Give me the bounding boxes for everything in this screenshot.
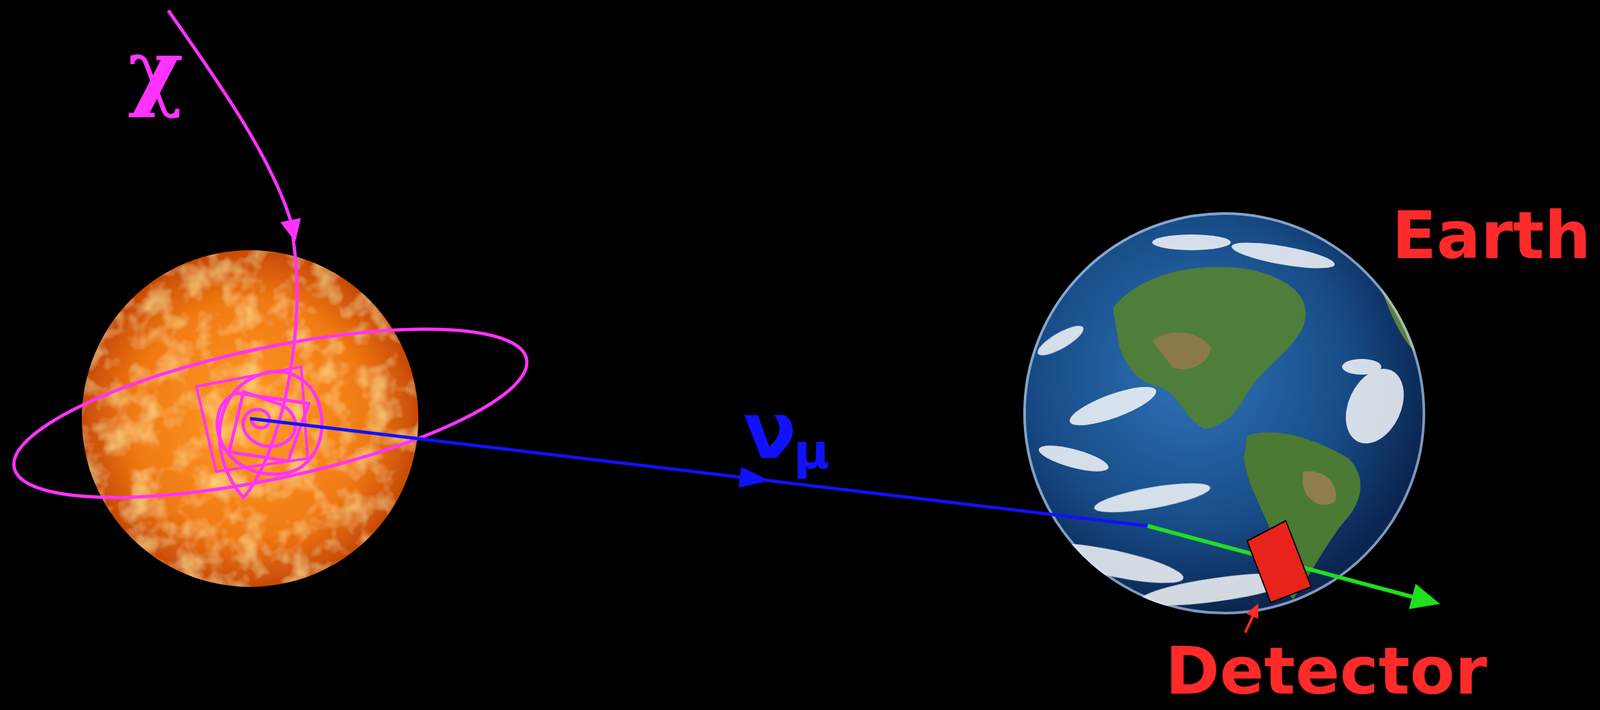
land-desert <box>1302 470 1337 505</box>
mu-subscript: μ <box>793 426 830 476</box>
label-holder: μ <box>793 426 830 476</box>
detector-box <box>1247 520 1312 603</box>
arrowhead <box>1246 600 1265 619</box>
africa-edge <box>1381 274 1419 354</box>
earth-region: EarthDetector <box>1023 212 1426 615</box>
earth-rim <box>1024 213 1424 613</box>
earth <box>1023 212 1426 615</box>
text-holder: Earth <box>1391 202 1591 269</box>
detector-region: Detector <box>1247 520 1312 603</box>
chi-label: χ <box>127 27 184 113</box>
arrowhead <box>1408 583 1444 617</box>
detector-label: Detector <box>1165 638 1488 704</box>
text-holder: Detector <box>1165 638 1488 704</box>
neutrino-path <box>250 418 1148 526</box>
earth-label: Earth <box>1391 202 1591 269</box>
earth-ocean <box>1023 212 1426 615</box>
arrowhead <box>280 218 306 245</box>
label-holder: χ <box>127 27 184 113</box>
label-holder: ν <box>743 391 797 471</box>
land-desert <box>1152 332 1212 370</box>
nu-label: ν <box>743 391 797 471</box>
leader-line <box>1245 615 1254 633</box>
arrowhead <box>738 466 771 491</box>
chi-trajectory <box>0 10 541 532</box>
clouds <box>1033 234 1415 613</box>
